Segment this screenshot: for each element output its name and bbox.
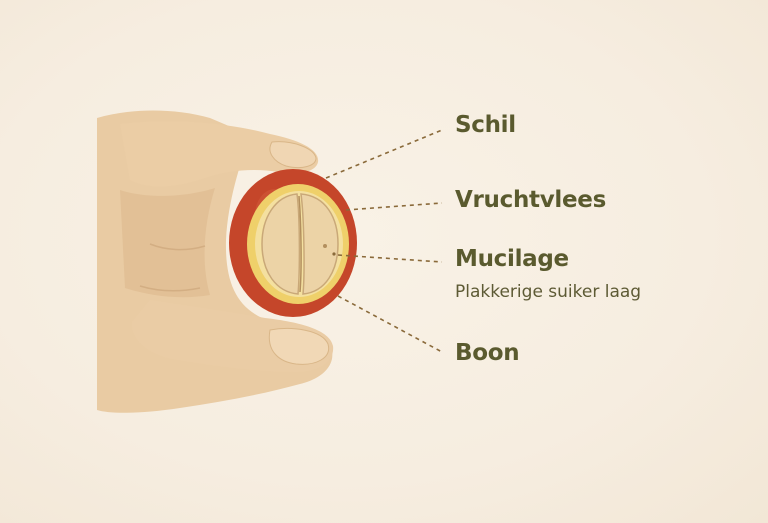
label-pulp: Vruchtvlees (455, 187, 606, 213)
bean-dot (323, 244, 327, 248)
hand-shadow (120, 188, 215, 298)
thumb-nail (269, 141, 317, 169)
bean-crease (298, 195, 302, 293)
leader-line-mucilage (337, 254, 443, 263)
finger-nail (268, 328, 330, 365)
hand-thumb (120, 121, 319, 187)
label-mucilage-note: Plakkerige suiker laag (455, 282, 642, 302)
hand-crease (149, 243, 206, 251)
leader-line-skin (325, 129, 443, 179)
leader-dot (332, 252, 336, 256)
leader-lines (325, 129, 443, 353)
label-bean: Boon (455, 340, 520, 366)
bean-right (300, 193, 339, 295)
hand (97, 110, 334, 413)
leader-line-pulp (345, 202, 443, 211)
bean-left (261, 193, 301, 295)
hand-crease (139, 285, 201, 292)
label-mucilage: Mucilage (455, 246, 569, 272)
coffee-cherry (229, 169, 357, 317)
label-skin: Schil (455, 112, 516, 138)
leader-line-bean (337, 295, 443, 353)
